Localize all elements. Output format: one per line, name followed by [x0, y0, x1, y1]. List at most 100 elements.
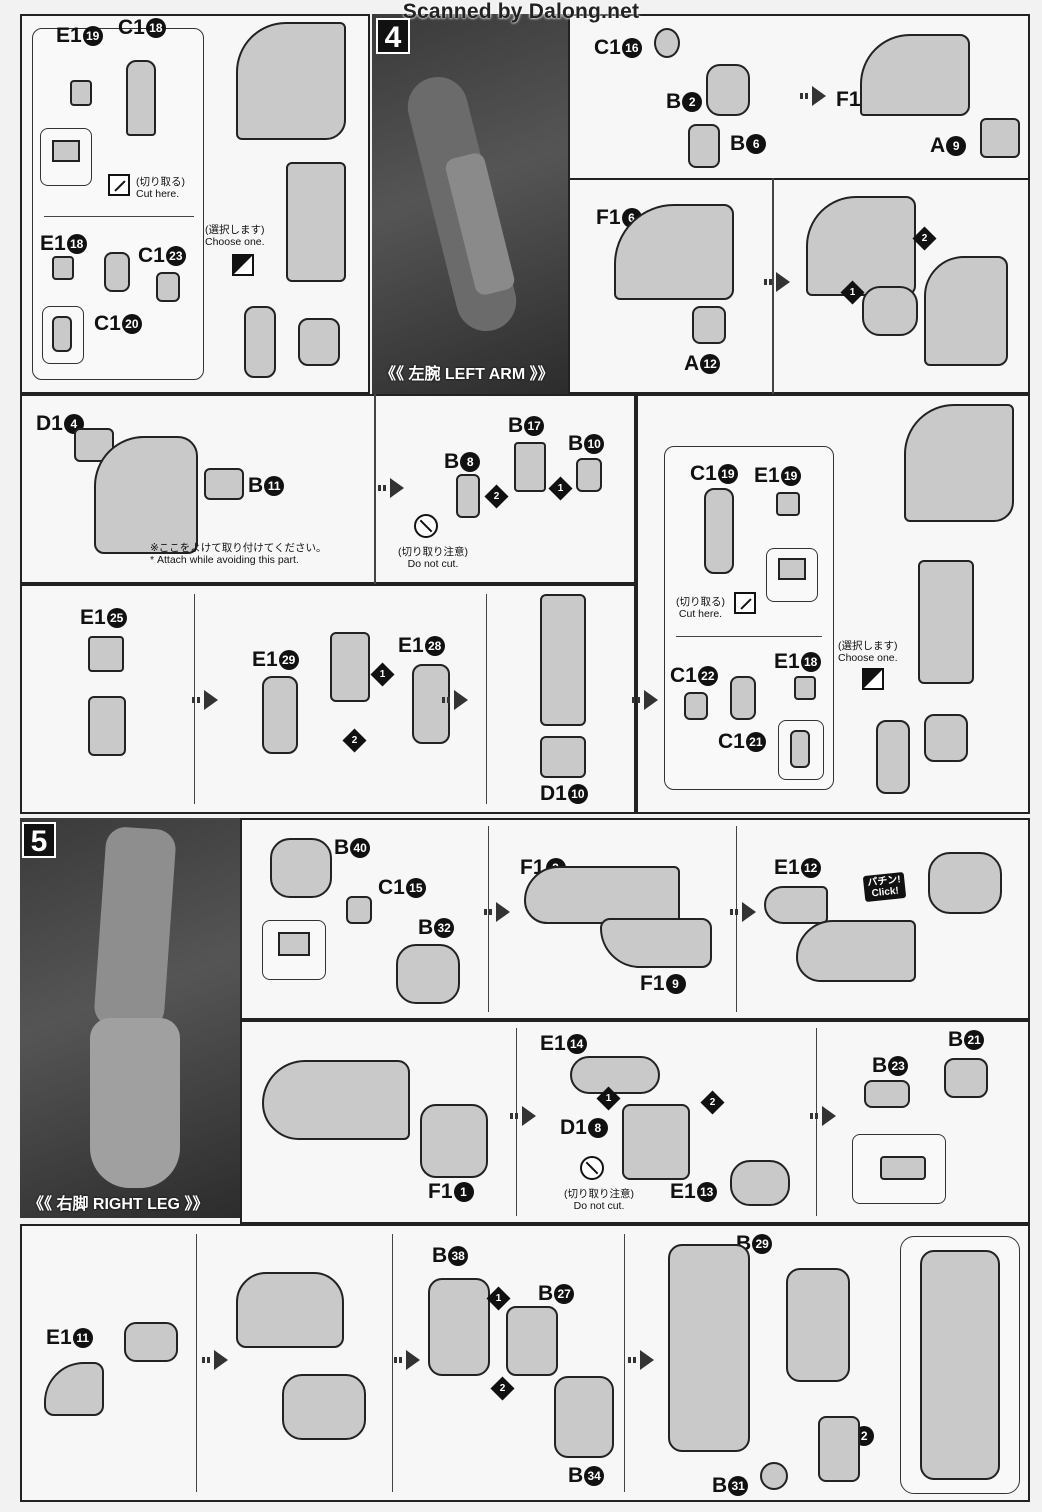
panel-divider: [516, 1028, 517, 1216]
part-shape-b-17: [514, 442, 546, 492]
flow-arrow: [192, 690, 218, 710]
part-shape-a-9: [980, 118, 1020, 158]
sequence-mark-2: 2: [342, 728, 367, 753]
do-not-cut-icon: [580, 1156, 604, 1180]
watermark: Scanned by Dalong.net: [402, 0, 640, 23]
flow-arrow: [394, 1350, 420, 1370]
forearm-shape-right: [918, 560, 974, 684]
panel-divider: [374, 394, 376, 584]
flow-arrow: [628, 1350, 654, 1370]
part-shape-upper-arm: [88, 696, 126, 756]
flow-arrow: [510, 1106, 536, 1126]
part-shape-f1-5: [860, 34, 970, 116]
sequence-mark-1: 1: [370, 662, 395, 687]
sequence-mark-1: 1: [840, 280, 865, 305]
part-detail-icon-2: [52, 316, 72, 352]
do-not-cut-icon: [414, 514, 438, 538]
flow-arrow: [378, 478, 404, 498]
part-shape-assembled-arm: [540, 594, 586, 726]
panel-divider: [736, 826, 737, 1012]
choose-one-icon: [862, 668, 884, 690]
subassembly-divider: [44, 216, 194, 217]
part-shape-b-40: [270, 838, 332, 898]
note-choose-one: (選択します) Choose one.: [838, 640, 898, 664]
click-badge: パチン! Click!: [862, 871, 907, 903]
sequence-mark-2: 2: [912, 226, 937, 251]
part-shape-knee-cover: [236, 1272, 344, 1348]
part-shape-f1-2: [524, 866, 680, 924]
part-shape-blade-2: [924, 256, 1008, 366]
sequence-mark-1: 1: [596, 1086, 621, 1111]
part-shape-e1-19b: [776, 492, 800, 516]
part-shape-b-31: [760, 1462, 788, 1490]
sequence-mark-2: 2: [490, 1376, 515, 1401]
right-leg-photo: [20, 818, 240, 1218]
note-do-not-cut: (切り取り注意) Do not cut.: [564, 1188, 634, 1212]
part-shape-b-27: [506, 1306, 558, 1376]
part-shape-f1-1: [420, 1104, 488, 1178]
part-shape-c1-23: [156, 272, 180, 302]
part-shape-b-29: [786, 1268, 850, 1382]
part-shape-knee-assembly: [282, 1374, 366, 1440]
cut-here-icon: [108, 174, 130, 196]
flow-arrow: [800, 86, 826, 106]
panel-divider: [772, 178, 774, 394]
part-shape-e1-18: [52, 256, 74, 280]
section-label-right-leg: 《《 右脚 RIGHT LEG 》》: [28, 1196, 209, 1213]
sequence-mark-2: 2: [484, 484, 509, 509]
panel-divider: [488, 826, 489, 1012]
flow-arrow: [632, 690, 658, 710]
part-shape-b-6: [688, 124, 720, 168]
arm-blade-shape: [236, 22, 346, 140]
part-shape-c1-20: [104, 252, 130, 292]
choose-one-icon: [232, 254, 254, 276]
panel-divider: [392, 1234, 393, 1492]
part-detail-icon-6: [880, 1156, 926, 1180]
note-cut-here: (切り取る) Cut here.: [676, 596, 725, 620]
flow-arrow: [484, 902, 510, 922]
part-shape-b-21: [944, 1058, 988, 1098]
part-shape-shoulder-blade: [94, 436, 198, 554]
part-shape-d1-8: [622, 1104, 690, 1180]
panel-divider: [816, 1028, 817, 1216]
part-shape-a-12: [692, 306, 726, 344]
part-shape-hand: [126, 60, 156, 136]
part-shape-e1-13: [730, 1160, 790, 1206]
forearm-shape: [286, 162, 346, 282]
note-avoid-part: ※ここをよけて取り付けてください。 * Attach while avoidin…: [150, 542, 327, 566]
part-shape-foot-assembly: [796, 920, 916, 982]
part-shape-e1-14: [570, 1056, 660, 1094]
note-do-not-cut: (切り取り注意) Do not cut.: [398, 546, 468, 570]
part-shape-b-23: [864, 1080, 910, 1108]
part-detail-icon-3: [778, 558, 806, 580]
part-shape-c1-15: [346, 896, 372, 924]
part-shape-blade-assembly: [806, 196, 916, 296]
